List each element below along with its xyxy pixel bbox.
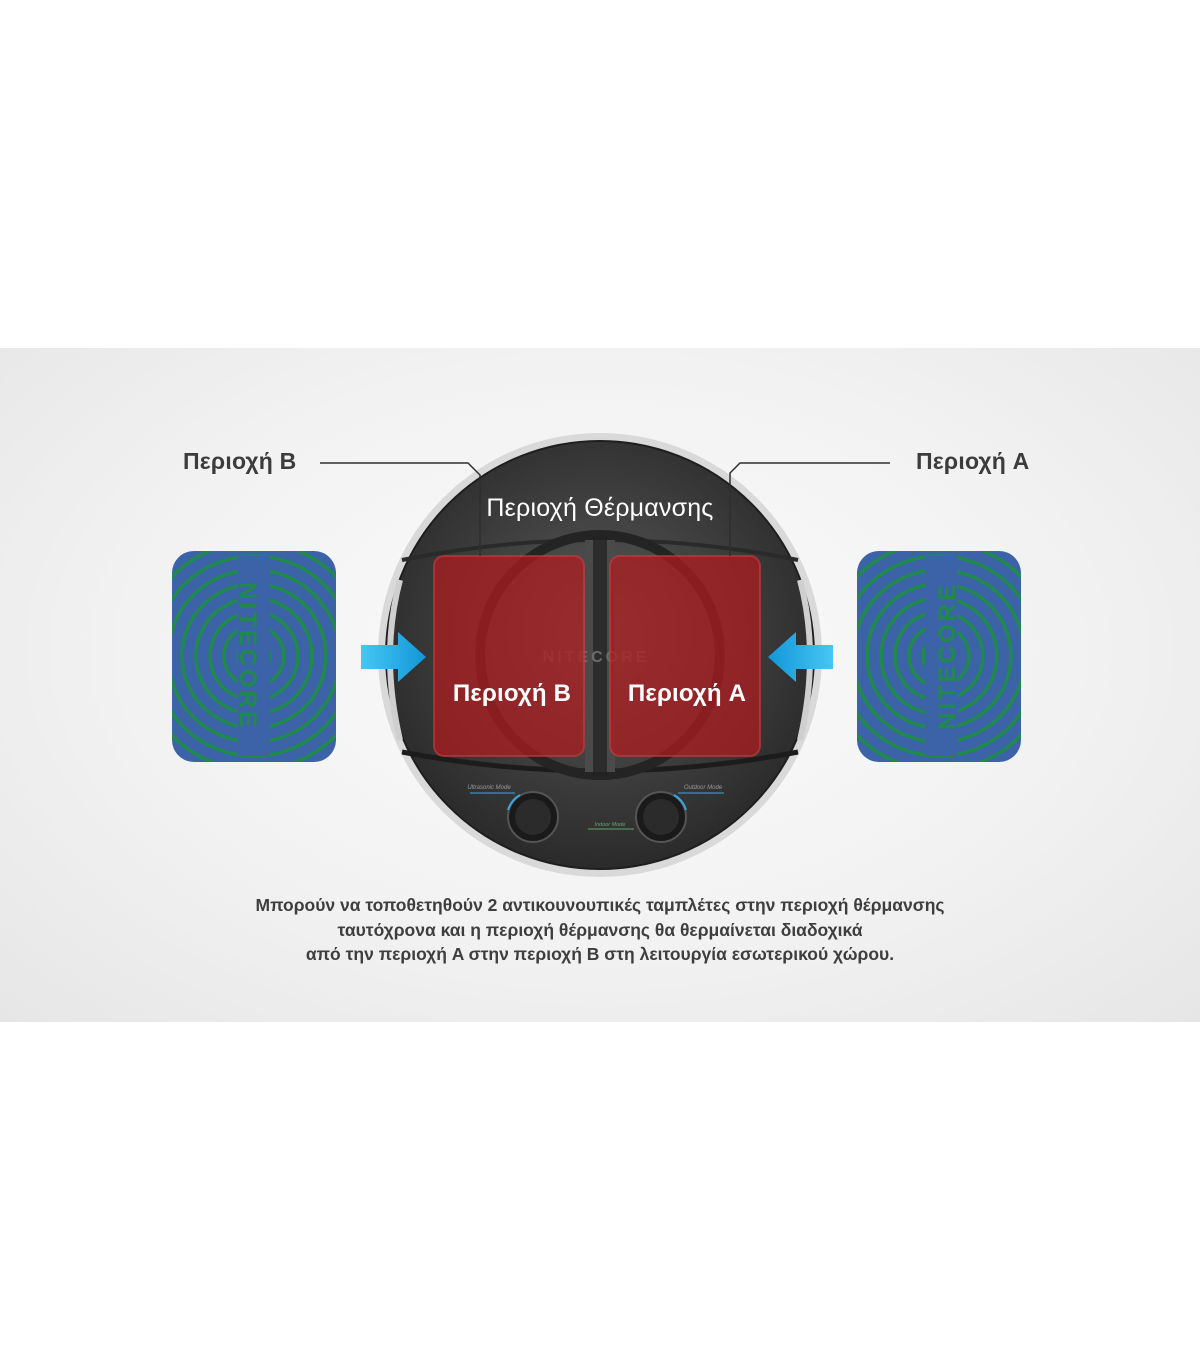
outdoor-mode-button[interactable]: [635, 791, 687, 843]
pad-right-brand: NITECORE: [934, 582, 961, 730]
caption-line-2: ταυτόχρονα και η περιοχή θέρμανσης θα θε…: [337, 919, 863, 940]
arrow-left-icon: [768, 632, 833, 682]
ultrasonic-mode-text: Ultrasonic Mode: [467, 785, 511, 791]
arrow-right-icon: [361, 632, 426, 682]
caption-line-3: από την περιοχή A στην περιοχή B στη λει…: [305, 944, 895, 964]
heating-zone-label: Περιοχή Θέρμανσης: [486, 494, 714, 522]
outdoor-mode-text: Outdoor Mode: [684, 785, 723, 791]
ultrasonic-mode-button[interactable]: [507, 791, 559, 843]
zone-b-inner-label: Περιοχή B: [452, 680, 572, 707]
device: NITECORE Ultrasonic Mode Outdoor Mode In…: [378, 433, 822, 877]
heating-zone-a: [609, 555, 761, 757]
zone-b-outer-label: Περιοχή B: [183, 448, 297, 474]
repellent-pad-right: NITECORE: [857, 551, 1021, 762]
indoor-mode-text: Indoor Mode: [595, 822, 626, 828]
zone-a-outer-label: Περιοχή A: [916, 448, 1030, 474]
heating-zone-b: [433, 555, 585, 757]
repellent-pad-left: NITECORE: [172, 551, 336, 762]
description-caption: Μπορούν να τοποθετηθούν 2 αντικουνουπικέ…: [200, 893, 1000, 967]
caption-line-1: Μπορούν να τοποθετηθούν 2 αντικουνουπικέ…: [255, 895, 945, 915]
leader-lines: [320, 462, 890, 556]
zone-a-inner-label: Περιοχή A: [627, 680, 747, 707]
pad-left-brand: NITECORE: [234, 582, 261, 730]
